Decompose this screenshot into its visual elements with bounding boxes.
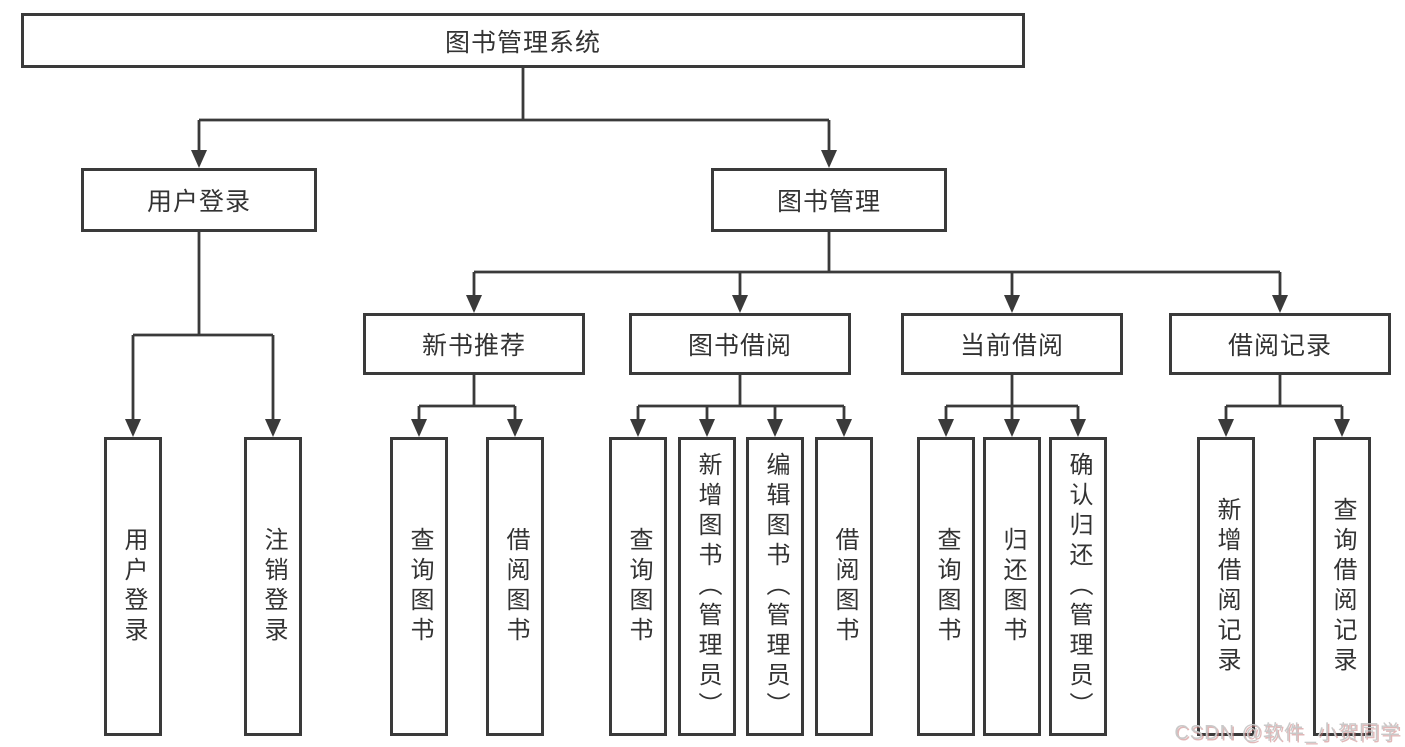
node-leaf-current-query-books: 查询图书 [917, 437, 975, 736]
node-current-borrow: 当前借阅 [901, 313, 1123, 375]
node-leaf-recommend-query-books: 查询图书 [390, 437, 448, 736]
node-leaf-label: 查询图书 [406, 526, 433, 647]
node-user-login-module: 用户登录 [81, 168, 317, 232]
node-leaf-label: 查询借阅记录 [1329, 496, 1356, 677]
node-leaf-borrow-books: 借阅图书 [815, 437, 873, 736]
node-leaf-label: 借阅图书 [502, 526, 529, 647]
node-leaf-label: 新增借阅记录 [1213, 496, 1240, 677]
node-leaf-label: 用户登录 [120, 526, 147, 647]
node-leaf-label: 归还图书 [999, 526, 1026, 647]
node-leaf-label: 查询图书 [625, 526, 652, 647]
node-borrow-records: 借阅记录 [1169, 313, 1391, 375]
node-leaf-label: 编辑图书（管理员） [762, 451, 789, 722]
node-leaf-label: 确认归还（管理员） [1065, 451, 1092, 722]
node-leaf-label: 借阅图书 [831, 526, 858, 647]
node-leaf-user-login: 用户登录 [104, 437, 162, 736]
node-leaf-add-borrow-record: 新增借阅记录 [1197, 437, 1255, 736]
node-leaf-return-books: 归还图书 [983, 437, 1041, 736]
node-leaf-edit-books-admin: 编辑图书（管理员） [746, 437, 804, 736]
node-leaf-logout: 注销登录 [244, 437, 302, 736]
node-leaf-confirm-return-admin: 确认归还（管理员） [1049, 437, 1107, 736]
node-book-management-module: 图书管理 [711, 168, 947, 232]
node-leaf-borrow-query-books: 查询图书 [609, 437, 667, 736]
node-book-borrow: 图书借阅 [629, 313, 851, 375]
node-leaf-label: 注销登录 [260, 526, 287, 647]
node-leaf-query-borrow-record: 查询借阅记录 [1313, 437, 1371, 736]
csdn-watermark: CSDN @软件_小贺同学 [1174, 722, 1401, 744]
node-new-book-recommend: 新书推荐 [363, 313, 585, 375]
node-leaf-recommend-borrow-books: 借阅图书 [486, 437, 544, 736]
node-leaf-label: 新增图书（管理员） [694, 451, 721, 722]
node-leaf-add-books-admin: 新增图书（管理员） [678, 437, 736, 736]
node-leaf-label: 查询图书 [933, 526, 960, 647]
node-system-root: 图书管理系统 [21, 13, 1025, 68]
